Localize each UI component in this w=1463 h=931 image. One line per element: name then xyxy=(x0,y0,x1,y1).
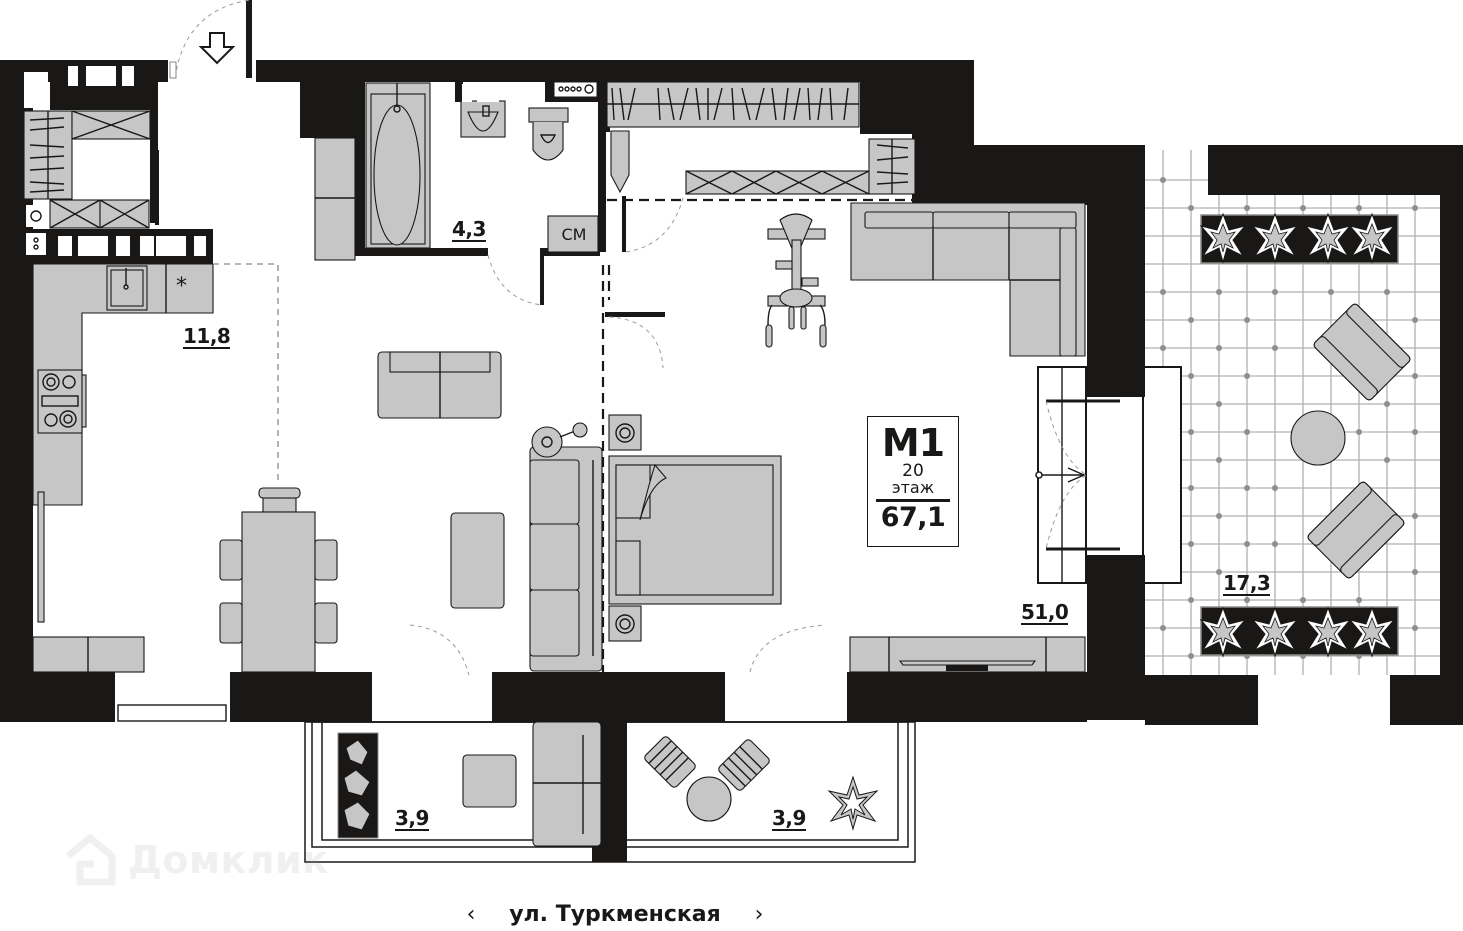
kitchen-counter xyxy=(32,263,214,673)
chevron-right-icon[interactable]: › xyxy=(754,901,764,927)
unit-badge: М1 20 этаж 67,1 xyxy=(867,416,959,547)
terrace-furniture xyxy=(1200,214,1411,656)
corner-sofa xyxy=(850,202,1086,357)
balconies xyxy=(304,721,916,863)
street-name: ул. Туркменская xyxy=(509,901,721,927)
badge-divider xyxy=(876,499,950,502)
tv-stand xyxy=(849,636,1086,673)
entry-arrow-down-icon xyxy=(199,32,235,65)
walls xyxy=(0,0,1463,862)
street-navigator: ‹ ул. Туркменская › xyxy=(460,897,770,931)
planter-plants xyxy=(343,212,1396,831)
living-sofa xyxy=(377,351,505,609)
total-area: 67,1 xyxy=(880,502,946,533)
wardrobe xyxy=(606,81,916,195)
room-area-balcony-right: 3,9 xyxy=(772,806,806,831)
chevron-left-icon[interactable]: ‹ xyxy=(466,901,476,927)
fridge-icon: * xyxy=(176,274,187,299)
washing-machine-label: СМ xyxy=(561,225,587,244)
room-area-bathroom: 4,3 xyxy=(452,217,486,242)
watermark-text: Домклик xyxy=(128,838,329,882)
dining-table xyxy=(219,487,338,673)
room-area-living: 51,0 xyxy=(1021,600,1069,625)
terrace-door xyxy=(1035,366,1182,585)
windows xyxy=(115,675,1390,722)
hallway-closet xyxy=(23,66,206,256)
floor-word: этаж xyxy=(891,478,935,497)
bed xyxy=(608,414,782,642)
long-sofa xyxy=(529,422,603,672)
bathroom-fixtures xyxy=(314,81,599,261)
watermark: Домклик xyxy=(62,832,329,888)
room-area-balcony-left: 3,9 xyxy=(395,806,429,831)
room-area-terrace: 17,3 xyxy=(1223,571,1271,596)
room-area-kitchen: 11,8 xyxy=(183,324,231,349)
unit-number: М1 xyxy=(881,421,945,465)
exercise-bike xyxy=(765,213,827,348)
house-logo-icon xyxy=(65,834,116,886)
floor-number: 20 xyxy=(902,461,924,481)
